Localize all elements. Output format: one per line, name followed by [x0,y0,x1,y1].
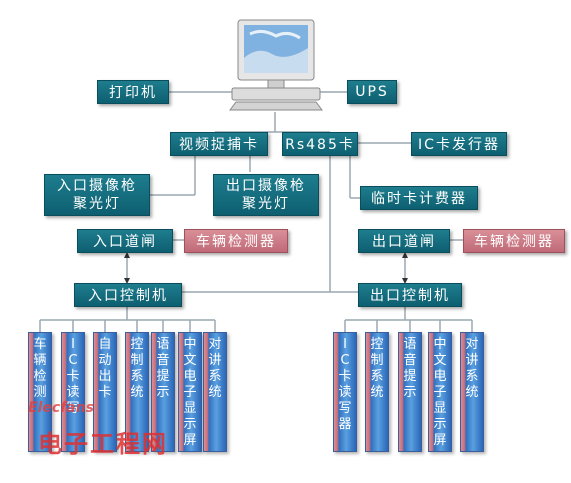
exit-camera-line2: 聚光灯 [242,196,290,212]
entry-device-4: 语音提示 [151,332,175,452]
watermark-brand: Elecfans [28,400,94,416]
exit-device-label-2: 语音提示 [403,337,417,400]
printer-label: 打印机 [109,85,157,101]
exit-device-3: 中文电子显示屏 [428,332,452,452]
exit-controller-label: 出口控制机 [370,288,450,304]
ups-box: UPS [347,80,397,104]
exit-camera-box: 出口摄像枪 聚光灯 [213,174,319,216]
entry-device-label-2: 自动出卡 [98,337,112,400]
entry-device-label-0: 车辆检测 [33,337,47,400]
video-capture-label: 视频捉捕卡 [179,137,259,153]
exit-gate-label: 出口道闸 [372,234,436,250]
entry-detector-box: 车辆检测器 [184,229,288,253]
ic-issuer-box: IC卡发行器 [411,132,507,156]
entry-camera-line2: 聚光灯 [73,196,121,212]
exit-controller-box: 出口控制机 [358,283,462,307]
temp-card-meter-box: 临时卡计费器 [360,186,478,210]
computer-icon [229,19,323,111]
rs485-label: Rs485卡 [285,137,355,153]
entry-device-2: 自动出卡 [93,332,117,452]
exit-device-1: 控制系统 [365,332,389,452]
ic-issuer-label: IC卡发行器 [418,137,500,153]
exit-detector-box: 车辆检测器 [463,229,565,253]
video-capture-box: 视频捉捕卡 [170,132,268,156]
exit-device-label-3: 中文电子显示屏 [433,337,447,448]
exit-device-4: 对讲系统 [460,332,484,452]
entry-gate-box: 入口道闸 [77,229,173,253]
rs485-box: Rs485卡 [282,132,358,156]
entry-device-label-4: 语音提示 [156,337,170,400]
temp-card-meter-label: 临时卡计费器 [371,191,467,207]
entry-device-0: 车辆检测 [28,332,52,452]
entry-controller-box: 入口控制机 [74,283,182,307]
exit-device-label-1: 控制系统 [370,337,384,400]
entry-controller-label: 入口控制机 [88,288,168,304]
entry-gate-label: 入口道闸 [93,234,157,250]
entry-camera-box: 入口摄像枪 聚光灯 [44,174,150,216]
exit-device-2: 语音提示 [398,332,422,452]
exit-camera-line1: 出口摄像枪 [226,178,306,194]
watermark-name: 电子工程网 [38,430,168,458]
entry-detector-label: 车辆检测器 [196,234,276,250]
exit-detector-label: 车辆检测器 [474,234,554,250]
entry-device-6: 对讲系统 [203,332,227,452]
exit-gate-box: 出口道闸 [358,229,450,253]
entry-device-label-5: 中文电子显示屏 [183,337,197,448]
entry-camera-line1: 入口摄像枪 [57,178,137,194]
entry-device-3: 控制系统 [125,332,149,452]
printer-box: 打印机 [97,80,169,104]
entry-device-label-3: 控制系统 [130,337,144,400]
entry-device-5: 中文电子显示屏 [178,332,202,452]
ups-label: UPS [355,84,389,100]
exit-device-label-4: 对讲系统 [465,337,479,400]
entry-device-label-6: 对讲系统 [208,337,222,400]
